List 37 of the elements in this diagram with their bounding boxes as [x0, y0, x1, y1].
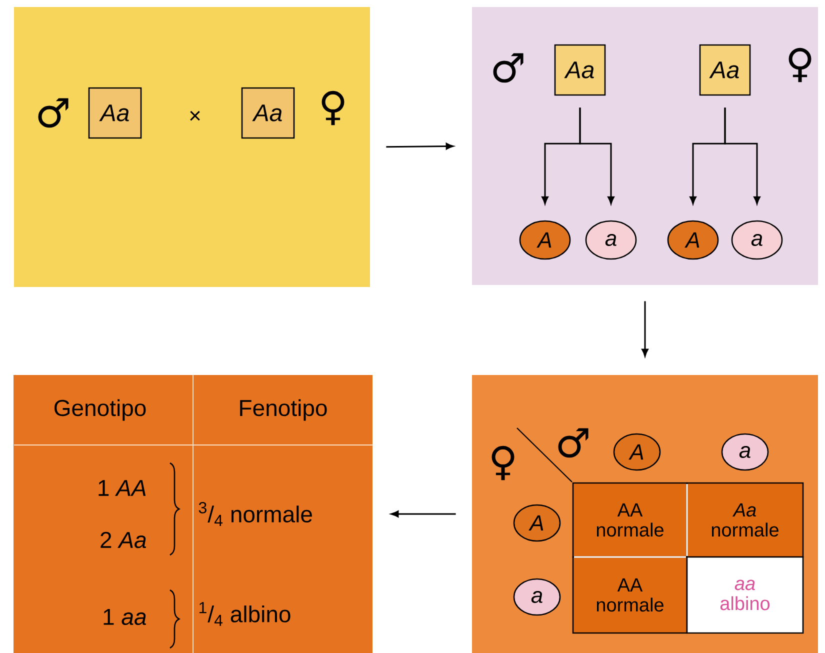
allele-oval: A [519, 220, 571, 260]
arrow [724, 108, 760, 204]
panel [14, 7, 370, 287]
column-header: Genotipo [54, 399, 146, 421]
punnett-cell: aa albino [686, 556, 804, 634]
punnett-cell: Aa normale [686, 482, 804, 558]
arrow [579, 108, 614, 204]
female-symbol: ♀ [492, 446, 514, 480]
female-symbol: ♀ [322, 90, 344, 126]
allele-oval: a [513, 578, 561, 616]
female-symbol: ♀ [788, 48, 812, 82]
genotype-count: 1 aa [104, 608, 146, 625]
arrow [390, 510, 456, 518]
punnett-cell: AA normale [572, 482, 688, 558]
allele-oval: A [613, 433, 661, 471]
punnett-cell: AA normale [572, 556, 688, 634]
allele-oval: a [585, 220, 637, 260]
arrow [642, 301, 648, 357]
genotype-count: 2 Aa [100, 532, 146, 548]
arrow [386, 142, 454, 150]
allele-oval: A [667, 220, 719, 260]
genotype-box: Aa [699, 44, 751, 96]
genotype-box: Aa [554, 44, 606, 96]
panel [14, 375, 372, 653]
phenotype-ratio: $^{3}$/$_{4}$ normale [198, 502, 312, 526]
times-sign: × [190, 110, 200, 121]
allele-oval: a [731, 220, 783, 260]
allele-oval: A [513, 504, 561, 542]
phenotype-ratio: $^{1}$/$_{4}$ albino [199, 602, 290, 626]
genotype-count: 1 AA [98, 480, 146, 496]
genotype-box: Aa [241, 87, 295, 139]
male-symbol: ♂ [38, 98, 68, 128]
male-symbol: ♂ [493, 53, 524, 83]
genotype-box: Aa [88, 87, 142, 139]
allele-oval: a [721, 433, 769, 471]
column-header: Fenotipo [240, 399, 327, 421]
male-symbol: ♂ [558, 428, 588, 458]
